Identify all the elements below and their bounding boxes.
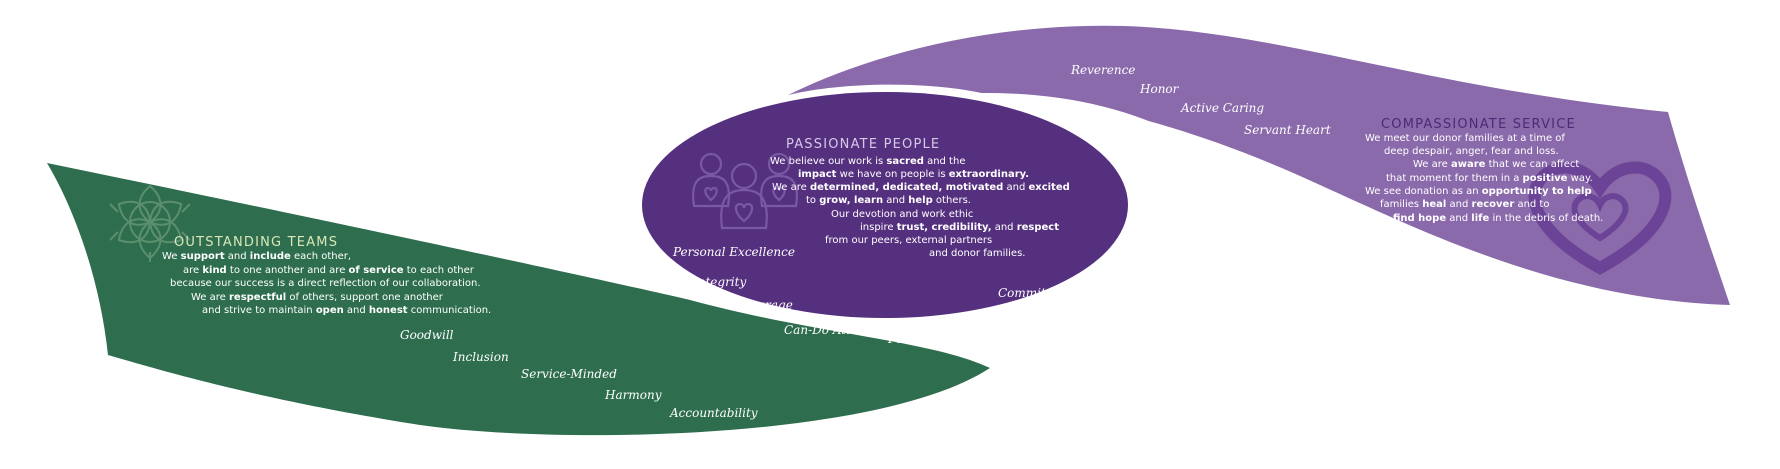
service-line: We see donation as an opportunity to hel… xyxy=(1365,186,1592,197)
people-value: Can-Do Attitude xyxy=(784,323,883,337)
service-line: that moment for them in a positive way. xyxy=(1386,173,1593,184)
people-value: Advocacy xyxy=(960,315,1018,329)
service-line: We meet our donor families at a time of xyxy=(1365,133,1565,144)
people-heading: PASSIONATE PEOPLE xyxy=(786,137,941,152)
people-value: Integrity xyxy=(693,275,747,289)
people-value: Positivity xyxy=(888,332,944,346)
leaf-star-icon xyxy=(109,184,191,262)
people-line: We believe our work is sacred and the xyxy=(770,156,966,167)
teams-value: Harmony xyxy=(605,388,662,402)
people-line: impact we have on people is extraordinar… xyxy=(798,169,1030,180)
teams-value: Accountability xyxy=(670,406,758,420)
passionate-people-ellipse xyxy=(642,92,1128,318)
people-line: inspire trust, credibility, and respect xyxy=(860,222,1060,233)
people-value: Courage xyxy=(741,298,793,312)
teams-line: We support and include each other, xyxy=(162,251,352,262)
people-line: We are determined, dedicated, motivated … xyxy=(772,182,1070,193)
service-line: deep despair, anger, fear and loss. xyxy=(1384,146,1559,157)
service-heading: COMPASSIONATE SERVICE xyxy=(1381,117,1576,132)
teams-line: are kind to one another and are of servi… xyxy=(183,265,474,276)
teams-line: because our success is a direct reflecti… xyxy=(170,278,481,289)
people-hearts-icon xyxy=(692,152,798,230)
people-value: Personal Excellence xyxy=(673,245,795,259)
service-line: find hope and life in the debris of deat… xyxy=(1393,213,1604,224)
people-line: and donor families. xyxy=(929,248,1026,259)
people-line: to grow, learn and help others. xyxy=(806,195,971,206)
service-value: Reverence xyxy=(1071,63,1136,77)
service-value: Servant Heart xyxy=(1244,123,1331,137)
teams-heading: OUTSTANDING TEAMS xyxy=(174,235,339,250)
people-value: Commitment xyxy=(998,286,1077,300)
teams-line: We are respectful of others, support one… xyxy=(191,292,443,303)
teams-value: Inclusion xyxy=(453,350,509,364)
teams-line: and strive to maintain open and honest c… xyxy=(202,305,492,316)
people-line: Our devotion and work ethic xyxy=(831,209,974,220)
teams-value: Service-Minded xyxy=(521,367,617,381)
people-line: from our peers, external partners xyxy=(825,235,993,246)
service-line: We are aware that we can affect xyxy=(1413,159,1580,170)
service-value: Active Caring xyxy=(1181,101,1265,115)
teams-value: Goodwill xyxy=(400,328,454,342)
service-value: Honor xyxy=(1140,82,1179,96)
green-ribbon xyxy=(47,163,990,436)
heart-icon xyxy=(1528,161,1672,275)
service-line: families heal and recover and to xyxy=(1380,199,1550,210)
